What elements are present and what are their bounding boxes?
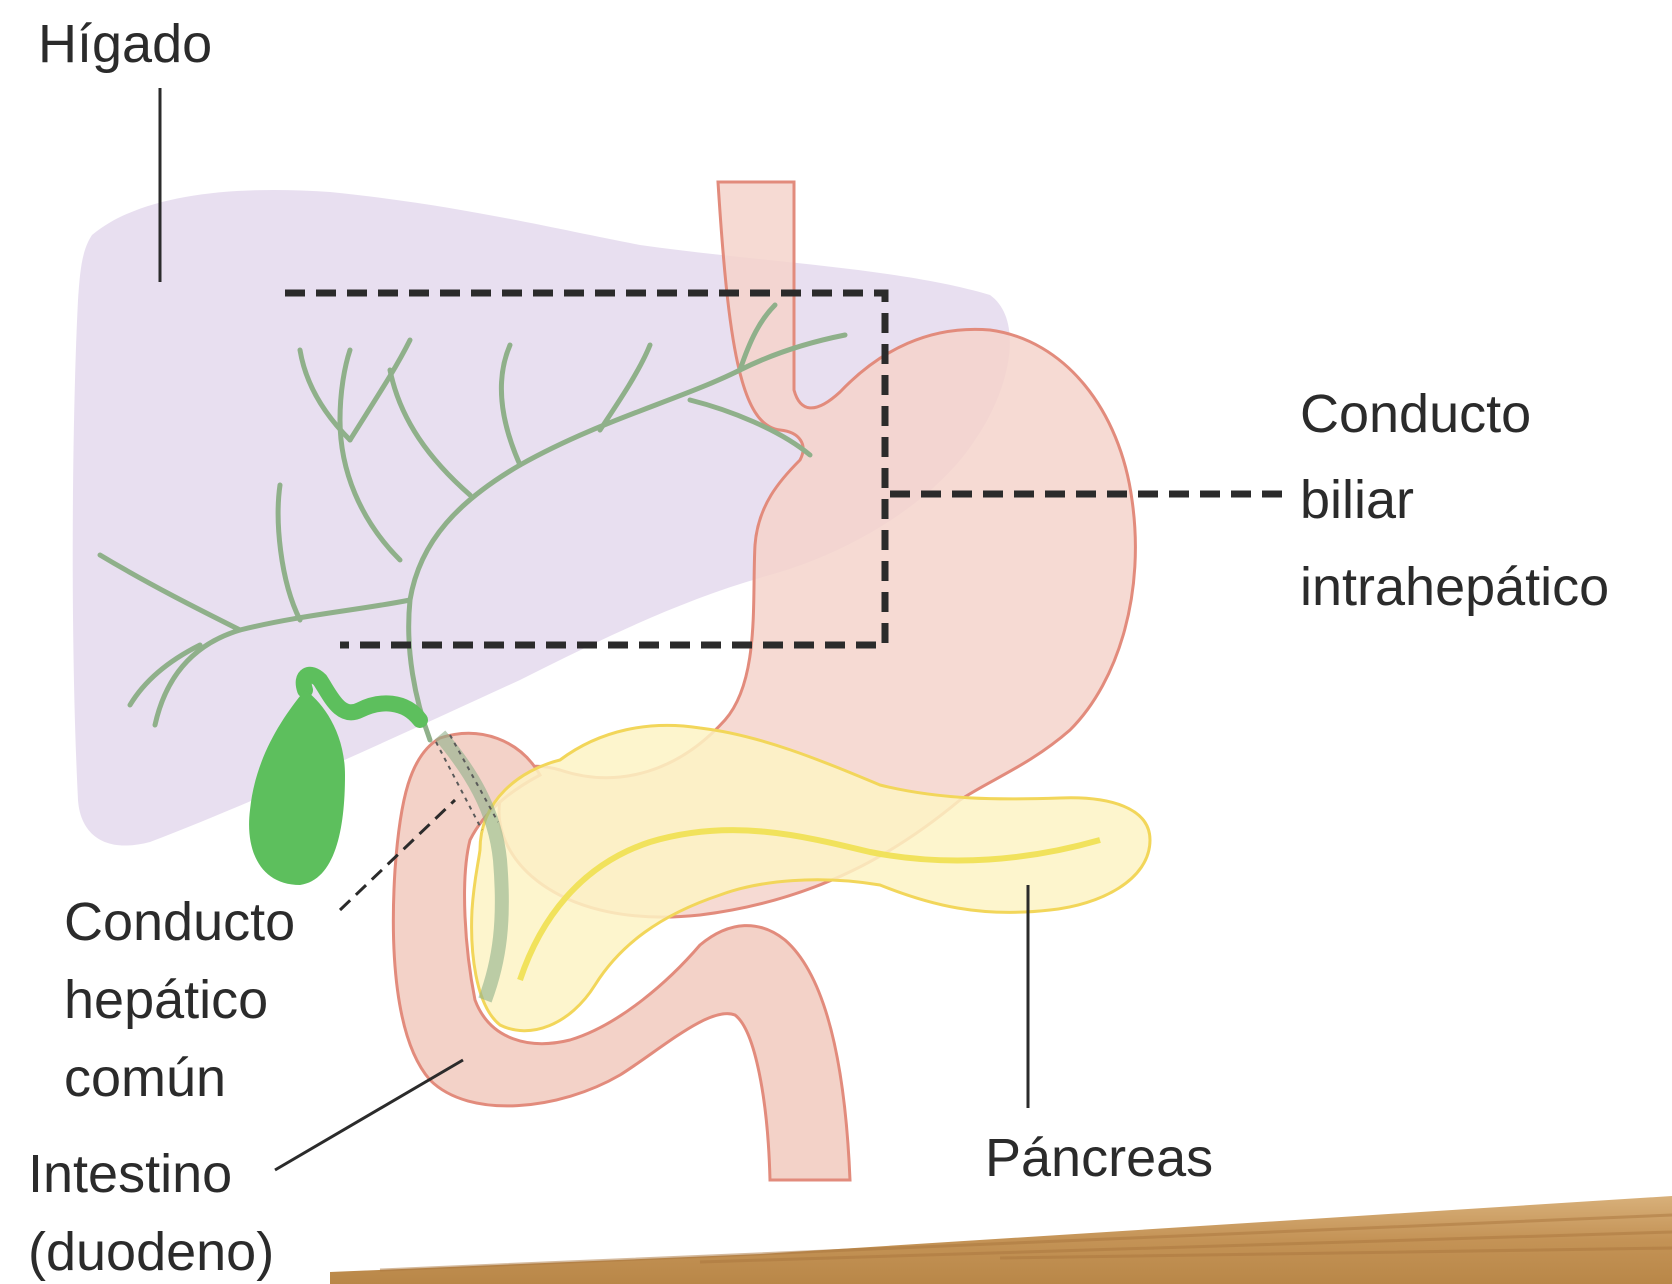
intestine-label-line-1: Intestino	[28, 1144, 232, 1204]
common-hepatic-duct-label-line-1: Conducto	[64, 892, 295, 952]
pancreas-label: Páncreas	[985, 1128, 1213, 1188]
intestine-leader-line	[275, 1060, 463, 1170]
intestine-label-line-2: (duodeno)	[28, 1222, 274, 1282]
common-hepatic-duct-label-line-2: hepático	[64, 970, 268, 1030]
common-hepatic-duct-label: Conducto hepático común	[64, 892, 310, 1108]
common-hepatic-duct-label-line-3: común	[64, 1048, 226, 1108]
intrahepatic-duct-label-line-3: intrahepático	[1300, 557, 1609, 617]
intrahepatic-duct-label-line-1: Conducto	[1300, 384, 1531, 444]
intestine-label: Intestino (duodeno)	[28, 1144, 274, 1282]
intrahepatic-duct-label: Conducto biliar intrahepático	[1300, 384, 1609, 617]
intrahepatic-duct-label-line-2: biliar	[1300, 470, 1414, 530]
wood-surface	[330, 1196, 1672, 1284]
liver-label: Hígado	[38, 14, 212, 74]
